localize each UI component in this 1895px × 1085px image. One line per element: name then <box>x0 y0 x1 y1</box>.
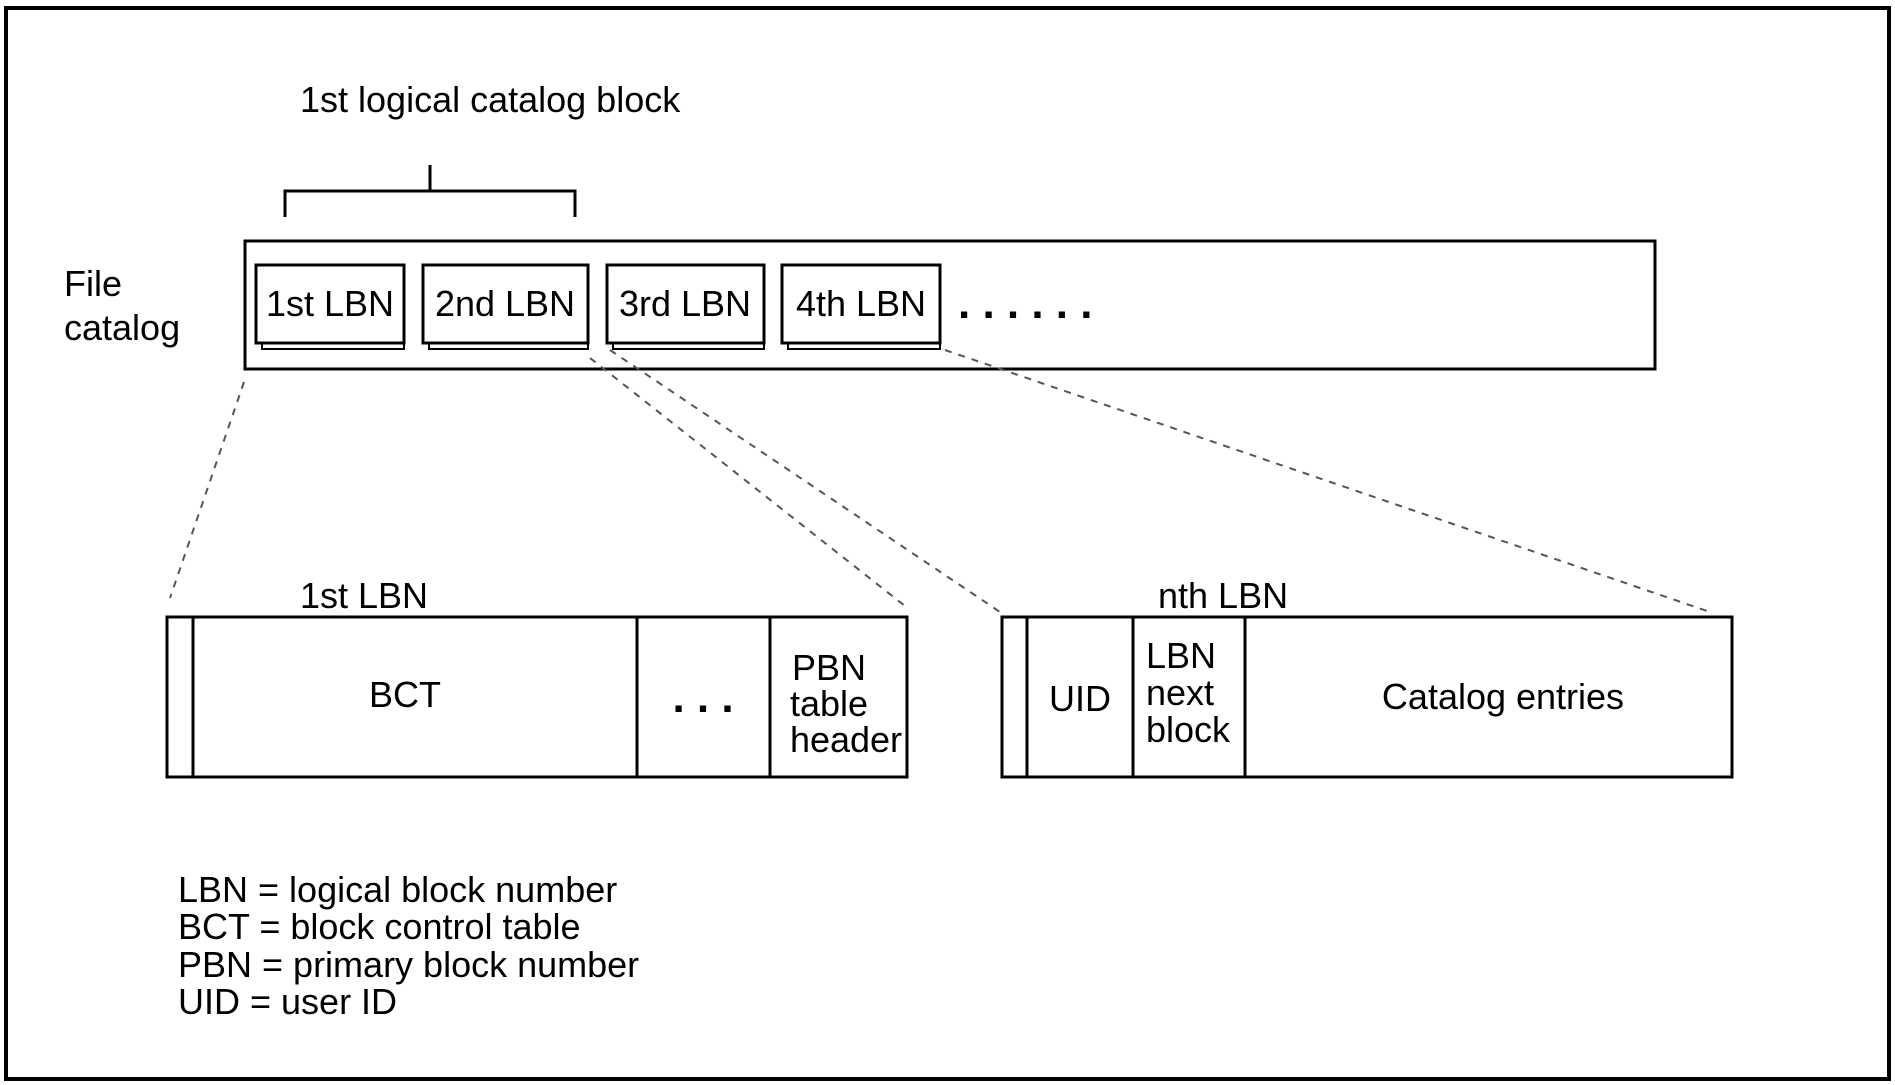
projection-line-right-n <box>944 349 1711 613</box>
lbn-next-line-2: next <box>1146 672 1214 713</box>
lbn-box-1: 1st LBN <box>254 263 406 350</box>
svg-text:2nd LBN: 2nd LBN <box>435 283 575 324</box>
block-n-uid: UID <box>1049 678 1111 719</box>
file-catalog-label: File catalog <box>64 263 180 348</box>
legend-item-pbn: PBN = primary block number <box>178 944 639 985</box>
block-1-bct: BCT <box>369 674 441 715</box>
legend-item-bct: BCT = block control table <box>178 906 581 947</box>
logical-block-title: 1st logical catalog block <box>300 79 681 120</box>
svg-text:4th LBN: 4th LBN <box>796 283 926 324</box>
file-catalog-line-1: File <box>64 263 122 304</box>
projection-line-right-1 <box>589 357 906 607</box>
block-n-title: nth LBN <box>1158 575 1288 616</box>
legend: LBN = logical block number BCT = block c… <box>178 869 649 1022</box>
projection-line-left-1 <box>169 381 245 599</box>
block-1-ellipsis: . . . <box>672 673 733 722</box>
file-catalog-line-2: catalog <box>64 307 180 348</box>
pbn-line-2: table <box>790 683 868 724</box>
pbn-line-3: header <box>790 719 902 760</box>
block-1-title: 1st LBN <box>300 575 428 616</box>
lbn-box-3: 3rd LBN <box>605 263 766 350</box>
pbn-line-1: PBN <box>792 647 866 688</box>
lbn-next-line-1: LBN <box>1146 635 1216 676</box>
projection-line-left-n <box>609 349 1001 613</box>
block-1-detail <box>165 615 909 779</box>
logical-block-bracket <box>283 165 577 217</box>
block-n-lbn-next: LBN next block <box>1146 635 1231 750</box>
block-n-catalog-entries: Catalog entries <box>1382 676 1624 717</box>
block-1-pbn-header: PBN table header <box>790 647 902 760</box>
lbn-box-2: 2nd LBN <box>421 263 590 350</box>
catalog-continuation-dots: . . . . . . <box>958 279 1092 328</box>
svg-text:1st LBN: 1st LBN <box>266 283 394 324</box>
legend-item-uid: UID = user ID <box>178 981 397 1022</box>
lbn-next-line-3: block <box>1146 709 1231 750</box>
lbn-box-4: 4th LBN <box>780 263 942 350</box>
file-catalog-box <box>243 239 1657 371</box>
legend-item-lbn: LBN = logical block number <box>178 869 617 910</box>
svg-text:3rd LBN: 3rd LBN <box>619 283 751 324</box>
block-n-detail <box>1000 615 1734 779</box>
outer-frame <box>4 6 1891 1081</box>
